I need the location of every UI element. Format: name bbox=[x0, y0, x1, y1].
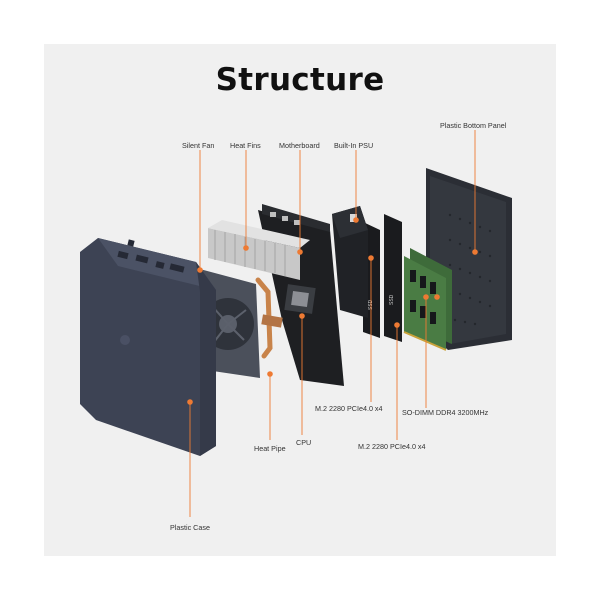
label-m2-ssd-2: M.2 2280 PCIe4.0 x4 bbox=[358, 442, 426, 451]
label-motherboard: Motherboard bbox=[279, 141, 320, 150]
label-plastic-case: Plastic Case bbox=[170, 523, 210, 532]
label-built-in-psu: Built-In PSU bbox=[334, 141, 374, 150]
page-title: Structure bbox=[215, 62, 385, 98]
markers bbox=[187, 217, 478, 405]
label-cpu: CPU bbox=[296, 438, 312, 447]
heat-pipe bbox=[255, 277, 283, 359]
heat-fins bbox=[208, 220, 310, 280]
label-sodimm: SO-DIMM DDR4 3200MHz bbox=[402, 408, 489, 417]
label-heat-pipe: Heat Pipe bbox=[254, 444, 286, 453]
label-heat-fins: Heat Fins bbox=[230, 141, 261, 150]
sodimm-modules bbox=[403, 248, 452, 351]
label-silent-fan: Silent Fan bbox=[182, 141, 215, 150]
label-m2-ssd-1: M.2 2280 PCIe4.0 x4 bbox=[315, 404, 383, 413]
leader-lines bbox=[189, 130, 476, 517]
ssd-label-2: SSD bbox=[389, 294, 395, 305]
label-plastic-bottom-panel: Plastic Bottom Panel bbox=[440, 121, 507, 130]
built-in-psu bbox=[332, 206, 368, 318]
plastic-case bbox=[80, 238, 216, 456]
